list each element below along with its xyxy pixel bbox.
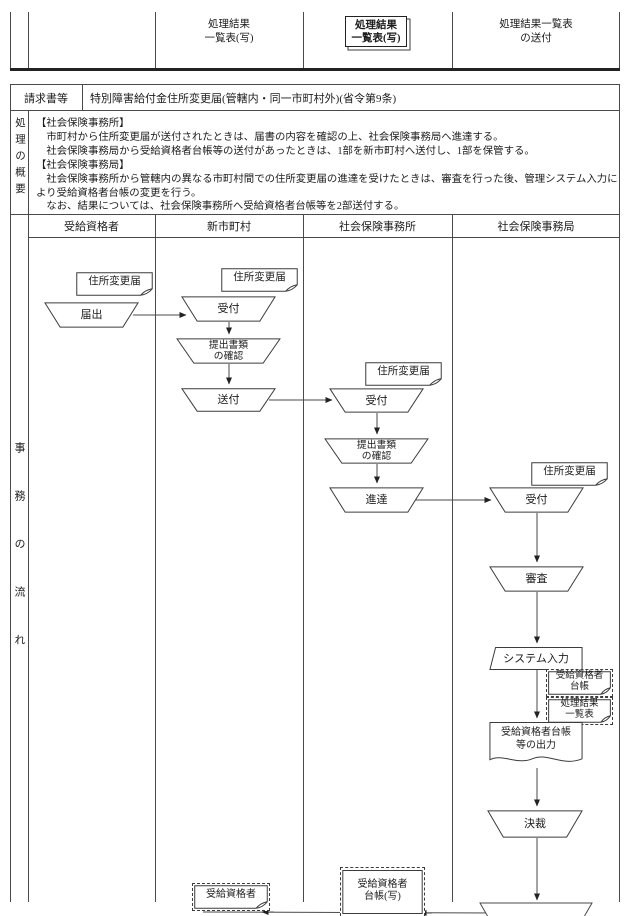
document-icon: [221, 268, 298, 292]
strip-border-left: [10, 12, 11, 70]
step-check-documents-municipality: 提出書類の確認: [176, 338, 281, 364]
step-label: 受付: [217, 303, 240, 315]
doc-label: 処理結果一覧表: [560, 699, 599, 720]
row-label-divider: [28, 110, 29, 902]
doc-label: 受給資格者: [206, 889, 256, 901]
bottom-cut-trapezoid: [479, 902, 593, 916]
doc-address-change-1: 住所変更届: [76, 272, 153, 296]
step-uketsuke-bureau: 受付: [489, 487, 584, 513]
step-label: 決裁: [524, 818, 546, 830]
trapezoid-icon: [324, 438, 429, 464]
strip-bottom-border: [10, 68, 620, 71]
row2-bottom-border: [10, 214, 620, 215]
step-label: 提出書類の確認: [356, 440, 397, 462]
trapezoid-icon: [44, 302, 139, 328]
document-icon: [531, 462, 608, 486]
step-system-input: システム入力: [489, 647, 583, 670]
doc-address-change-4: 住所変更届: [531, 462, 608, 486]
strip-border-right: [619, 12, 620, 70]
doc-bottom-ledger-copy-office: 受給資格者台帳(写): [340, 867, 425, 916]
step-label: 進達: [365, 494, 388, 506]
trapezoid-icon: [176, 338, 281, 364]
step-label: 受付: [525, 494, 548, 506]
doc-label: 住所変更届: [88, 276, 141, 287]
table-border-right: [619, 84, 620, 902]
table-top-border: [10, 84, 620, 85]
trapezoid-icon: [329, 487, 424, 513]
step-check-documents-office: 提出書類の確認: [324, 438, 429, 464]
summary-text: 【社会保険事務所】 市町村から住所変更届が送付されたときは、届書の内容を確認の上…: [36, 118, 618, 213]
flow-header-insurance-office: 社会保険事務所: [339, 221, 416, 233]
summary-row-label: 処理の概要: [14, 117, 25, 200]
step-label: 送付: [217, 394, 240, 406]
step-uketsuke-office: 受付: [329, 388, 424, 413]
document-icon: [194, 885, 268, 909]
trapezoid-icon: [489, 487, 584, 513]
trapezoid-icon: [181, 388, 276, 412]
doc-address-change-3: 住所変更届: [365, 362, 442, 386]
flow-row-label: 事務の流れ: [13, 442, 25, 682]
strip-col-divider-1: [155, 12, 156, 70]
trapezoid-icon: [487, 810, 583, 838]
step-label: 提出書類の確認: [208, 340, 249, 362]
flow-header-insurance-bureau: 社会保険事務局: [497, 221, 575, 233]
trapezoid-icon: [181, 296, 276, 322]
wavy-document-icon: [489, 722, 583, 768]
document-icon: [548, 671, 611, 695]
request-row-value: 特別障害給付金住所変更届(管轄内・同一市町村外)(省令第9条): [90, 93, 397, 105]
document-icon: [76, 272, 153, 296]
strip-col-divider-3: [452, 12, 453, 70]
doc-label: 住所変更届: [543, 466, 596, 477]
step-label: 審査: [525, 573, 548, 585]
doc-label: 住所変更届: [233, 272, 286, 283]
doc-label: 住所変更届: [377, 366, 430, 377]
trapezoid-icon: [329, 388, 424, 413]
request-row-label: 請求書等: [24, 93, 68, 105]
flow-col-divider-2: [303, 214, 304, 902]
doc-bottom-recipient-municipality: 受給資格者: [192, 883, 270, 911]
flow-header-recipient: 受給資格者: [64, 221, 119, 233]
flow-header-new-municipality: 新市町村: [207, 221, 251, 233]
row1-label-divider: [82, 84, 83, 110]
doc-label: 受給資格者台帳(写): [357, 878, 408, 902]
step-label: 受給資格者台帳等の出力: [501, 727, 571, 751]
row1-bottom-border: [10, 110, 620, 111]
trapezoid-icon: [489, 566, 584, 592]
step-kessai: 決裁: [487, 810, 583, 838]
step-label: 受付: [365, 394, 388, 407]
step-ledger-output: 受給資格者台帳等の出力: [489, 722, 583, 768]
step-label: 届出: [80, 309, 103, 321]
flow-col-divider-3: [452, 214, 453, 902]
flow-col-divider-1: [155, 214, 156, 902]
step-shinsa: 審査: [489, 566, 584, 592]
doc-label: 受給資格者台帳: [555, 671, 604, 692]
document-icon: [548, 699, 611, 723]
strip-result-list-text: 処理結果 一覧表(写): [204, 19, 254, 44]
strip-label-divider: [28, 12, 29, 70]
doc-address-change-2: 住所変更届: [221, 268, 298, 292]
strip-col-divider-2: [303, 12, 304, 70]
step-shintatsu: 進達: [329, 487, 424, 513]
strip-result-list-doc: 処理結果 一覧表(写): [345, 16, 407, 47]
doc-recipient-ledger-dashed: 受給資格者台帳: [546, 669, 613, 697]
step-soufu: 送付: [181, 388, 276, 412]
doc-result-list-dashed: 処理結果一覧表: [546, 697, 613, 725]
step-label: システム入力: [503, 652, 569, 665]
step-uketsuke-municipality: 受付: [181, 296, 276, 322]
flow-header-underline: [28, 237, 620, 238]
step-todokede: 届出: [44, 302, 139, 328]
document-icon: [365, 362, 442, 386]
table-border-left: [10, 84, 11, 902]
strip-result-send-text: 処理結果一覧表 の送付: [499, 19, 573, 44]
